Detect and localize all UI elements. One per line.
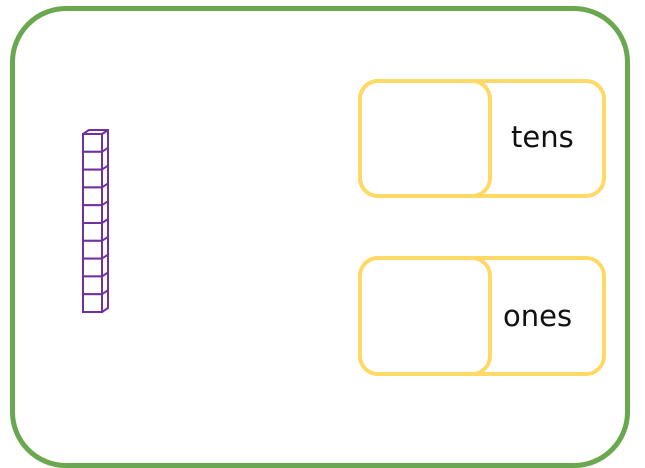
unit-cube <box>82 275 103 296</box>
ten-rod-icon <box>80 128 112 322</box>
unit-cube <box>82 150 103 171</box>
unit-cube <box>82 222 103 242</box>
tens-label: tens <box>511 120 574 154</box>
unit-cube <box>82 239 103 260</box>
ones-input[interactable] <box>358 256 492 376</box>
unit-cube <box>82 293 103 313</box>
ones-label: ones <box>503 299 573 333</box>
unit-cube <box>82 257 103 278</box>
unit-cube <box>82 186 103 207</box>
unit-cube <box>82 133 103 153</box>
tens-input[interactable] <box>358 79 492 198</box>
unit-cube <box>82 204 103 224</box>
unit-cube <box>82 168 103 189</box>
